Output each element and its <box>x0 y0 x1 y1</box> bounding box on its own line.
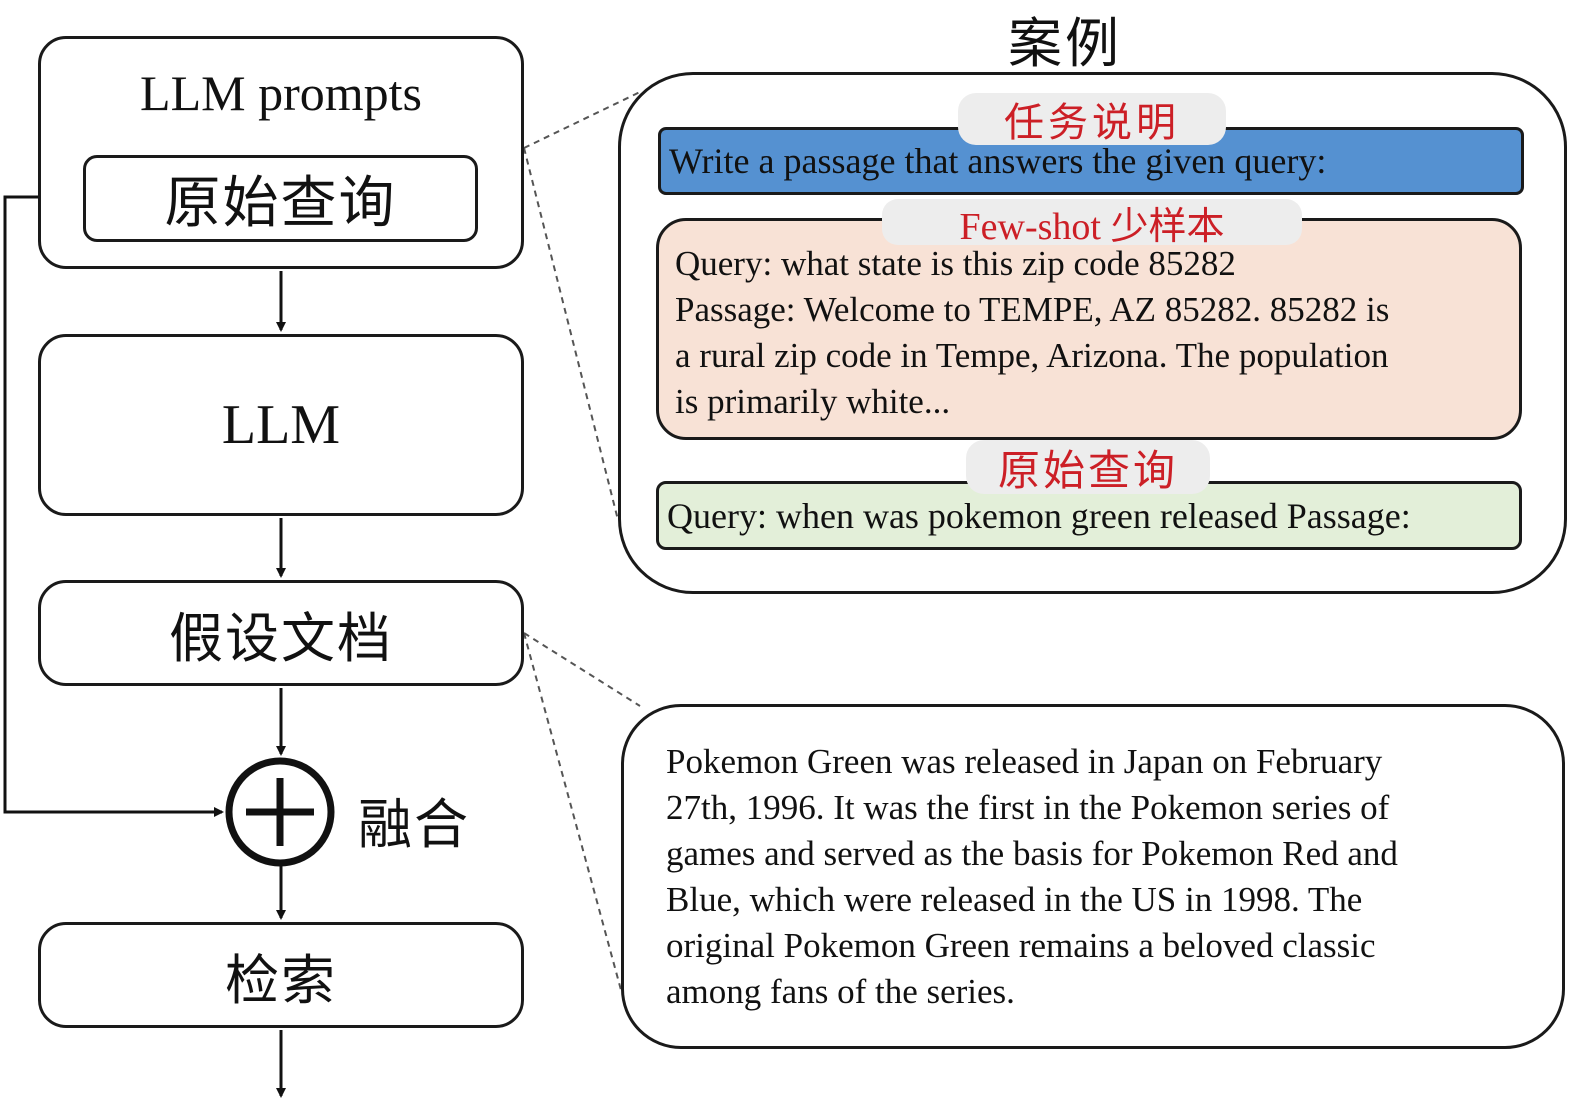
generated-document-panel: Pokemon Green was released in Japan on F… <box>621 704 1565 1049</box>
document-line: original Pokemon Green remains a beloved… <box>666 926 1376 965</box>
callout-hypo-top <box>523 632 641 707</box>
task-instruction-tag: 任务说明 <box>958 93 1226 145</box>
document-line: Blue, which were released in the US in 1… <box>666 880 1363 919</box>
original-query-tag: 原始查询 <box>966 440 1210 495</box>
example-title: 案例 <box>1008 13 1122 74</box>
callout-hypo-bottom <box>523 632 622 991</box>
document-line: among fans of the series. <box>666 972 1015 1011</box>
fewshot-line: Passage: Welcome to TEMPE, AZ 85282. 852… <box>675 290 1390 329</box>
retrieval-box: 检索 <box>38 922 524 1028</box>
callout-prompts-bottom <box>523 147 619 521</box>
fewshot-block: Query: what state is this zip code 85282… <box>656 218 1522 440</box>
llm-box: LLM <box>38 334 524 516</box>
document-line: games and served as the basis for Pokemo… <box>666 834 1398 873</box>
fewshot-line: is primarily white... <box>675 382 951 421</box>
fewshot-tag: Few-shot 少样本 <box>882 199 1302 248</box>
llm-prompts-title: LLM prompts <box>140 65 422 121</box>
fusion-label: 融合 <box>358 794 470 855</box>
original-query-box: 原始查询 <box>83 155 478 242</box>
document-line: Pokemon Green was released in Japan on F… <box>666 742 1383 781</box>
fewshot-line: a rural zip code in Tempe, Arizona. The … <box>675 336 1389 375</box>
hypothetical-document-box: 假设文档 <box>38 580 524 686</box>
fewshot-line: Query: what state is this zip code 85282 <box>675 244 1236 283</box>
document-line: 27th, 1996. It was the first in the Poke… <box>666 788 1390 827</box>
